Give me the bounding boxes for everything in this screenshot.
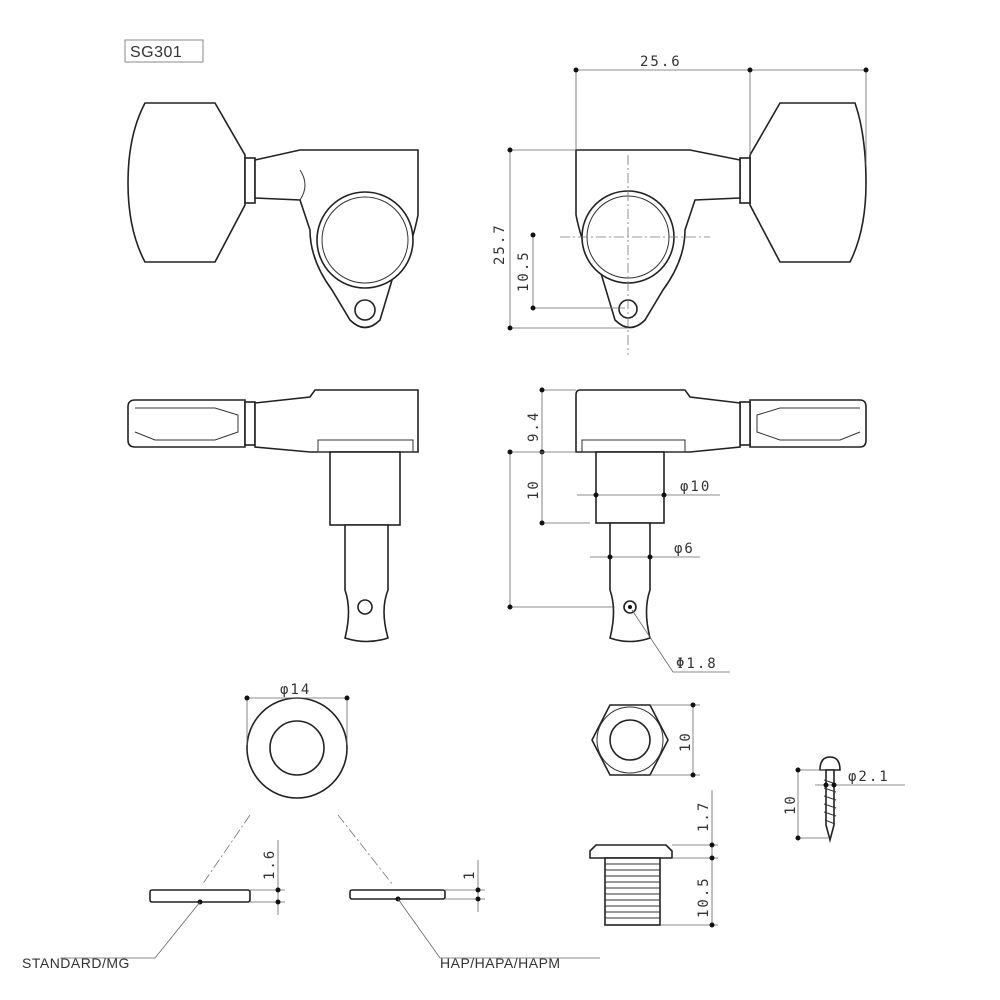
dim-body-thickness: 9.4 [526, 387, 576, 455]
tuner-side-view-right [575, 389, 867, 643]
washer-standard: 1.6 STANDARD/MG [22, 840, 285, 971]
dim-post-length [507, 449, 615, 610]
dim-text: 1.6 [262, 849, 278, 880]
dim-height-overall: 25.7 [492, 147, 628, 331]
washer: φ14 [201, 682, 394, 886]
dim-post-center: 10.5 [516, 232, 625, 311]
dim-text: Φ1.8 [676, 656, 718, 672]
dim-text: 10.5 [516, 250, 532, 292]
dim-bushing-height: 10 [526, 452, 590, 526]
model-text: SG301 [130, 44, 182, 61]
dim-text: φ14 [280, 682, 311, 698]
dim-post-dia: φ10 [577, 479, 720, 498]
dim-width-overall: 25.6 [573, 54, 869, 165]
dim-hole-dia: Φ1.8 [631, 609, 730, 673]
dim-text: 10 [678, 731, 694, 752]
dim-text: 1 [462, 870, 478, 880]
dim-text: 10.5 [696, 876, 712, 918]
dim-shaft-dia: φ6 [590, 541, 700, 560]
dim-text: 1.7 [696, 801, 712, 832]
label-standard: STANDARD/MG [22, 955, 130, 971]
mounting-screw: 10 φ2.1 [783, 756, 905, 844]
dim-text: 25.6 [640, 54, 682, 70]
washer-hap: 1 HAP/HAPA/HAPM [349, 860, 600, 971]
tuner-front-view-right [560, 102, 867, 355]
dim-text: φ6 [674, 541, 695, 557]
dim-text: 10 [526, 479, 542, 500]
dim-text: 25.7 [492, 223, 508, 265]
dim-text: 9.4 [526, 411, 542, 442]
dim-text: 10 [783, 794, 799, 815]
tuner-side-view-left [127, 389, 419, 643]
model-label: SG301 [124, 39, 204, 63]
hex-nut: 10 [591, 702, 700, 778]
bushing: 1.7 10.5 [589, 790, 718, 928]
dim-text: φ10 [680, 479, 711, 495]
tuner-front-view-left [127, 102, 419, 329]
dim-text: φ2.1 [848, 769, 890, 785]
label-hap: HAP/HAPA/HAPM [440, 955, 561, 971]
